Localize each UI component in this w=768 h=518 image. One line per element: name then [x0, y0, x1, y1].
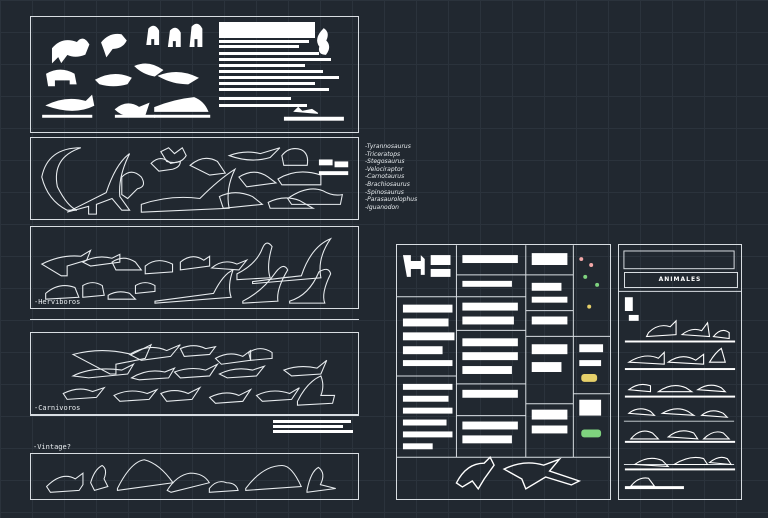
carnivores-panel[interactable]: -Carnivoros: [30, 332, 359, 415]
herbivores-drawings: [40, 237, 333, 304]
herbivores-panel[interactable]: -Herviboros: [30, 226, 359, 309]
species-item: -Velociraptor: [365, 165, 404, 173]
carnivores-label: -Carnivoros: [34, 404, 81, 412]
species-item: -Tyrannosaurus: [365, 143, 411, 150]
carnivores-drawings: [62, 343, 336, 406]
animales-title-box: [624, 272, 738, 288]
all-dinosaurs-drawings: [41, 146, 349, 215]
animals-grid-sheet[interactable]: [396, 244, 611, 500]
animales-sheet[interactable]: ANIMALES: [618, 244, 742, 500]
species-item: -Stegosaurus: [365, 158, 405, 166]
animals-grid-drawings: [397, 245, 610, 491]
species-item: -Brachiosaurus: [365, 180, 410, 188]
species-item: -Parasaurolophus: [365, 196, 418, 204]
species-item: -Triceratops: [365, 150, 401, 158]
animales-title: ANIMALES: [658, 276, 702, 283]
species-list: -Tyrannosaurus -Triceratops -Stegosaurus…: [365, 143, 417, 211]
vintage-label: -Vintage?: [33, 443, 71, 451]
species-item: -Carnotaurus: [365, 173, 405, 181]
all-dinosaurs-panel[interactable]: [30, 137, 359, 220]
vintage-drawings: [45, 459, 336, 493]
herbivores-label: -Herviboros: [34, 298, 81, 306]
dino-header-block[interactable]: [30, 16, 359, 133]
species-item: -Spinosaurus: [365, 188, 404, 196]
dino-header-drawings: [42, 23, 344, 121]
herbivores-label-underline: [30, 319, 359, 320]
carnivores-label-underline: [30, 415, 359, 416]
species-item: -Iguanodon: [365, 203, 399, 211]
vintage-panel[interactable]: [30, 453, 359, 500]
animales-drawings: [619, 250, 741, 490]
